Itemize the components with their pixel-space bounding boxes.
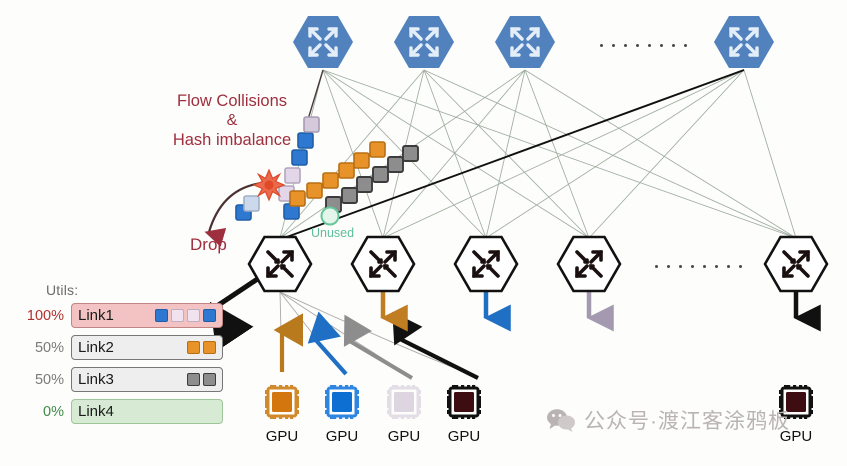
packet-chain-gray <box>325 145 419 213</box>
switch-four-arrows-icon <box>308 27 338 57</box>
switch-four-arrows-icon <box>782 250 810 278</box>
gpu-chip-1[interactable] <box>265 385 299 419</box>
gpu-chip-3[interactable] <box>387 385 421 419</box>
util-chips-link1 <box>155 309 216 322</box>
leaf-switch-2[interactable] <box>350 235 416 293</box>
gpu-label-2: GPU <box>325 428 359 445</box>
packet-chain-orange <box>289 141 386 207</box>
util-percent-link2: 50% <box>34 339 64 356</box>
util-row-link3[interactable]: 50% Link3 <box>18 367 223 392</box>
congested-path-line <box>283 69 745 239</box>
switch-four-arrows-icon <box>472 250 500 278</box>
collision-burst-icon <box>252 168 286 202</box>
spine-switch-2[interactable] <box>394 16 454 68</box>
leaf-switch-group[interactable] <box>247 235 829 293</box>
watermark-text: 公众号·渡江客涂鸦板 <box>584 410 790 433</box>
unused-link-indicator <box>320 206 340 226</box>
ampersand-label: & <box>226 112 238 129</box>
switch-four-arrows-icon <box>510 27 540 57</box>
flow-collisions-label: Flow Collisions <box>176 92 288 110</box>
util-bar-link2[interactable]: Link2 <box>71 335 223 360</box>
util-percent-link3: 50% <box>34 371 64 388</box>
spine-switch-4[interactable] <box>714 16 774 68</box>
gpu-label-3: GPU <box>387 428 421 445</box>
utilization-panel: Utils: 100% Link1 50% Link2 <box>18 282 223 431</box>
util-label-link2: Link2 <box>78 339 114 356</box>
util-percent-link4: 0% <box>43 403 64 420</box>
util-bar-link4[interactable]: Link4 <box>71 399 223 424</box>
drop-label: Drop <box>190 235 227 254</box>
hash-imbalance-label: Hash imbalance <box>172 131 292 149</box>
spine-switch-3[interactable] <box>495 16 555 68</box>
switch-four-arrows-icon <box>729 27 759 57</box>
gpu-label-1: GPU <box>265 428 299 445</box>
util-row-link4[interactable]: 0% Link4 <box>18 399 223 424</box>
fabric-mesh-lines <box>279 69 797 239</box>
gpu-chip-4[interactable] <box>447 385 481 419</box>
spine-ellipsis <box>600 44 687 47</box>
leaf-switch-1[interactable] <box>247 235 313 293</box>
leaf-down-arrows <box>380 292 821 332</box>
spine-switch-1[interactable] <box>293 16 353 68</box>
leaf-to-link1-arrow <box>209 273 264 352</box>
util-label-link1: Link1 <box>78 307 114 324</box>
packet-dropped <box>235 195 260 221</box>
util-row-link1[interactable]: 100% Link1 <box>18 303 223 328</box>
gpu-group[interactable] <box>265 385 813 419</box>
wechat-bubble-icon <box>547 409 575 432</box>
gpu-label-5: GPU <box>779 428 813 445</box>
switch-four-arrows-icon <box>369 250 397 278</box>
leaf-switch-4[interactable] <box>556 235 622 293</box>
unused-label: Unused <box>311 226 355 240</box>
util-chips-link2 <box>187 341 216 354</box>
util-chips-link3 <box>187 373 216 386</box>
switch-four-arrows-icon <box>266 250 294 278</box>
util-bar-link3[interactable]: Link3 <box>71 367 223 392</box>
switch-four-arrows-icon <box>409 27 439 57</box>
leaf-switch-3[interactable] <box>453 235 519 293</box>
util-bar-link1[interactable]: Link1 <box>71 303 223 328</box>
gpu-chip-2[interactable] <box>325 385 359 419</box>
watermark: 公众号·渡江客涂鸦板 <box>546 405 790 435</box>
switch-four-arrows-icon <box>575 250 603 278</box>
util-percent-link1: 100% <box>26 307 64 324</box>
util-label-link4: Link4 <box>78 403 114 420</box>
gpu-uplink-arrows <box>273 311 479 380</box>
util-label-link3: Link3 <box>78 371 114 388</box>
gpu-label-4: GPU <box>447 428 481 445</box>
utils-caption: Utils: <box>46 282 79 298</box>
spine-switch-group[interactable] <box>293 16 774 68</box>
leaf-ellipsis <box>655 265 742 268</box>
leaf-switch-5[interactable] <box>763 235 829 293</box>
gpu-chip-5[interactable] <box>779 385 813 419</box>
util-row-link2[interactable]: 50% Link2 <box>18 335 223 360</box>
